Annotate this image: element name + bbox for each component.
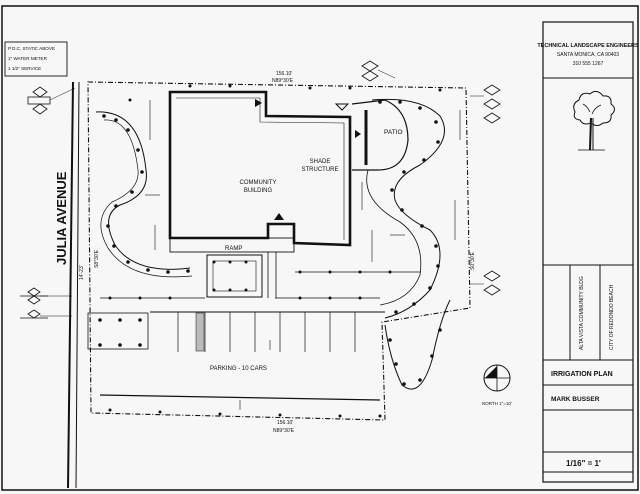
poc-line-1: P.O.C. STATIC ABOVE [8, 46, 55, 51]
firm-name: TECHNICAL LANDSCAPE ENGINEERS [537, 43, 639, 49]
patio-label: PATIO [384, 129, 403, 136]
lateral-lines [145, 100, 461, 410]
designer-name: MARK BUSSER [551, 396, 600, 403]
street-dim-1: 14'-23' [79, 265, 85, 280]
project-city: CITY OF REDONDO BEACH [609, 284, 615, 350]
sprinkler-heads [98, 84, 442, 418]
tree-icon [573, 90, 615, 151]
poc-note: P.O.C. STATIC ABOVE 1" WATER METER 1 1/2… [4, 41, 68, 77]
top-dim-2: N89°30'E [272, 78, 294, 84]
valve-tag [470, 270, 501, 296]
scale-label: 1/16" = 1' [566, 459, 601, 468]
building-label-2: BUILDING [244, 188, 273, 194]
parking-lot: PARKING - 10 CARS [87, 311, 385, 401]
ramp-label: RAMP [225, 246, 242, 252]
firm-phone: 310 555 1267 [573, 61, 604, 67]
poc-line-2: 1" WATER METER [8, 56, 48, 61]
shade-label-1: SHADE [310, 159, 331, 165]
patio: PATIO [351, 99, 409, 171]
shade-label-2: STRUCTURE [302, 167, 339, 173]
valve-tag [361, 60, 396, 82]
valve-marker-icon [334, 103, 350, 111]
valve-callouts [20, 60, 501, 319]
valve-tag [27, 86, 76, 115]
bottom-dim-2: N89°30'E [273, 428, 295, 434]
street-dim-2: S8°30'E [94, 249, 100, 268]
sheet-border [1, 5, 639, 491]
street-name: JULIA AVENUE [54, 171, 69, 265]
property-line: 156.10' N89°30'E 156.10' N89°30'E S0°30'… [87, 71, 476, 434]
sheet-title: IRRIGATION PLAN [551, 371, 613, 378]
valve-tag [20, 287, 72, 305]
firm-address: SANTA MONICA, CA 90403 [557, 52, 619, 58]
parking-label: PARKING - 10 CARS [210, 366, 267, 372]
building-label-1: COMMUNITY [240, 180, 277, 186]
poc-line-3: 1 1/2" SERVICE [8, 66, 41, 71]
valve-tag [470, 84, 501, 124]
project-name: ALTA VISTA COMMUNITY BLDG [579, 276, 585, 350]
bottom-dim-1: 156.10' [277, 420, 293, 426]
valve-tag [20, 309, 72, 319]
north-arrow-icon: NORTH 1"=10' [482, 364, 512, 406]
street-edge: JULIA AVENUE 14'-23' S8°30'E [54, 81, 100, 489]
ramp: RAMP [169, 237, 295, 298]
title-block: TECHNICAL LANDSCAPE ENGINEERS SANTA MONI… [537, 21, 639, 483]
entry-arrow-icon [274, 213, 284, 220]
right-dim: S0°30'E [470, 251, 476, 270]
valve-marker-icon [355, 130, 361, 138]
community-building: COMMUNITY BUILDING SHADE STRUCTURE [168, 90, 352, 247]
planting-bed-outlines [95, 98, 451, 390]
top-dim-1: 156.10' [276, 71, 292, 77]
valve-marker-icon [255, 99, 262, 107]
north-label: NORTH 1"=10' [482, 401, 512, 406]
